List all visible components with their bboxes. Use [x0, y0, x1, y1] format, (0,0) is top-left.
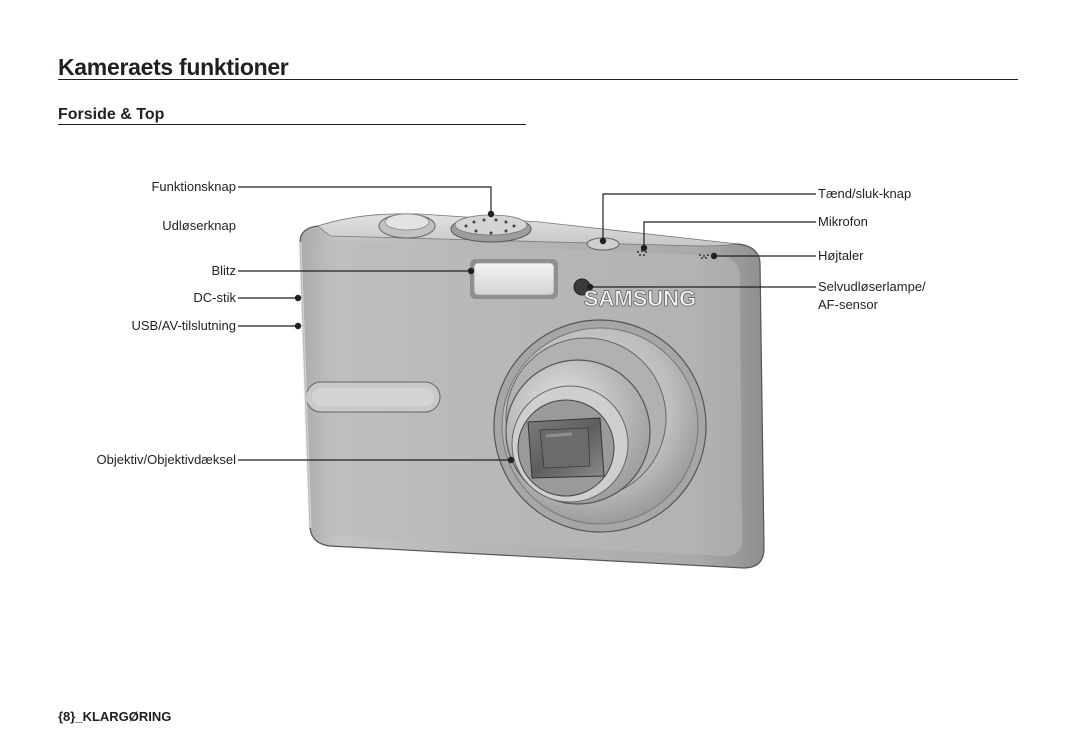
left-callout-lines [238, 186, 511, 461]
label-lens: Objektiv/Objektivdæksel [96, 452, 236, 467]
page-title: Kameraets funktioner [58, 54, 289, 80]
title-underline [58, 79, 1018, 80]
brand-logo: SAMSUNG [584, 286, 696, 311]
page-footer: {8}_KLARGØRING [58, 709, 172, 724]
label-flash: Blitz [211, 263, 236, 278]
label-power-button: Tænd/sluk-knap [818, 186, 912, 201]
label-usb-av-port: USB/AV-tilslutning [131, 318, 236, 333]
section-underline [58, 124, 526, 125]
lens-assembly [493, 319, 707, 533]
label-self-timer-lamp: Selvudløserlampe/ [818, 279, 926, 294]
mode-dial-shape [450, 214, 532, 243]
shutter-button-shape [378, 213, 436, 239]
label-speaker: Højtaler [818, 248, 864, 263]
label-shutter-button: Udløserknap [162, 218, 236, 233]
label-microphone: Mikrofon [818, 214, 868, 229]
label-mode-dial: Funktionsknap [151, 179, 236, 194]
section-heading: Forside & Top [58, 106, 165, 123]
left-callout-dots [294, 210, 515, 464]
right-callout-lines [590, 193, 816, 288]
flash-window [470, 259, 558, 299]
right-callout-dots [586, 237, 718, 291]
label-dc-jack: DC-stik [193, 290, 236, 305]
speaker-holes [699, 254, 709, 259]
label-af-sensor: AF-sensor [818, 297, 878, 312]
